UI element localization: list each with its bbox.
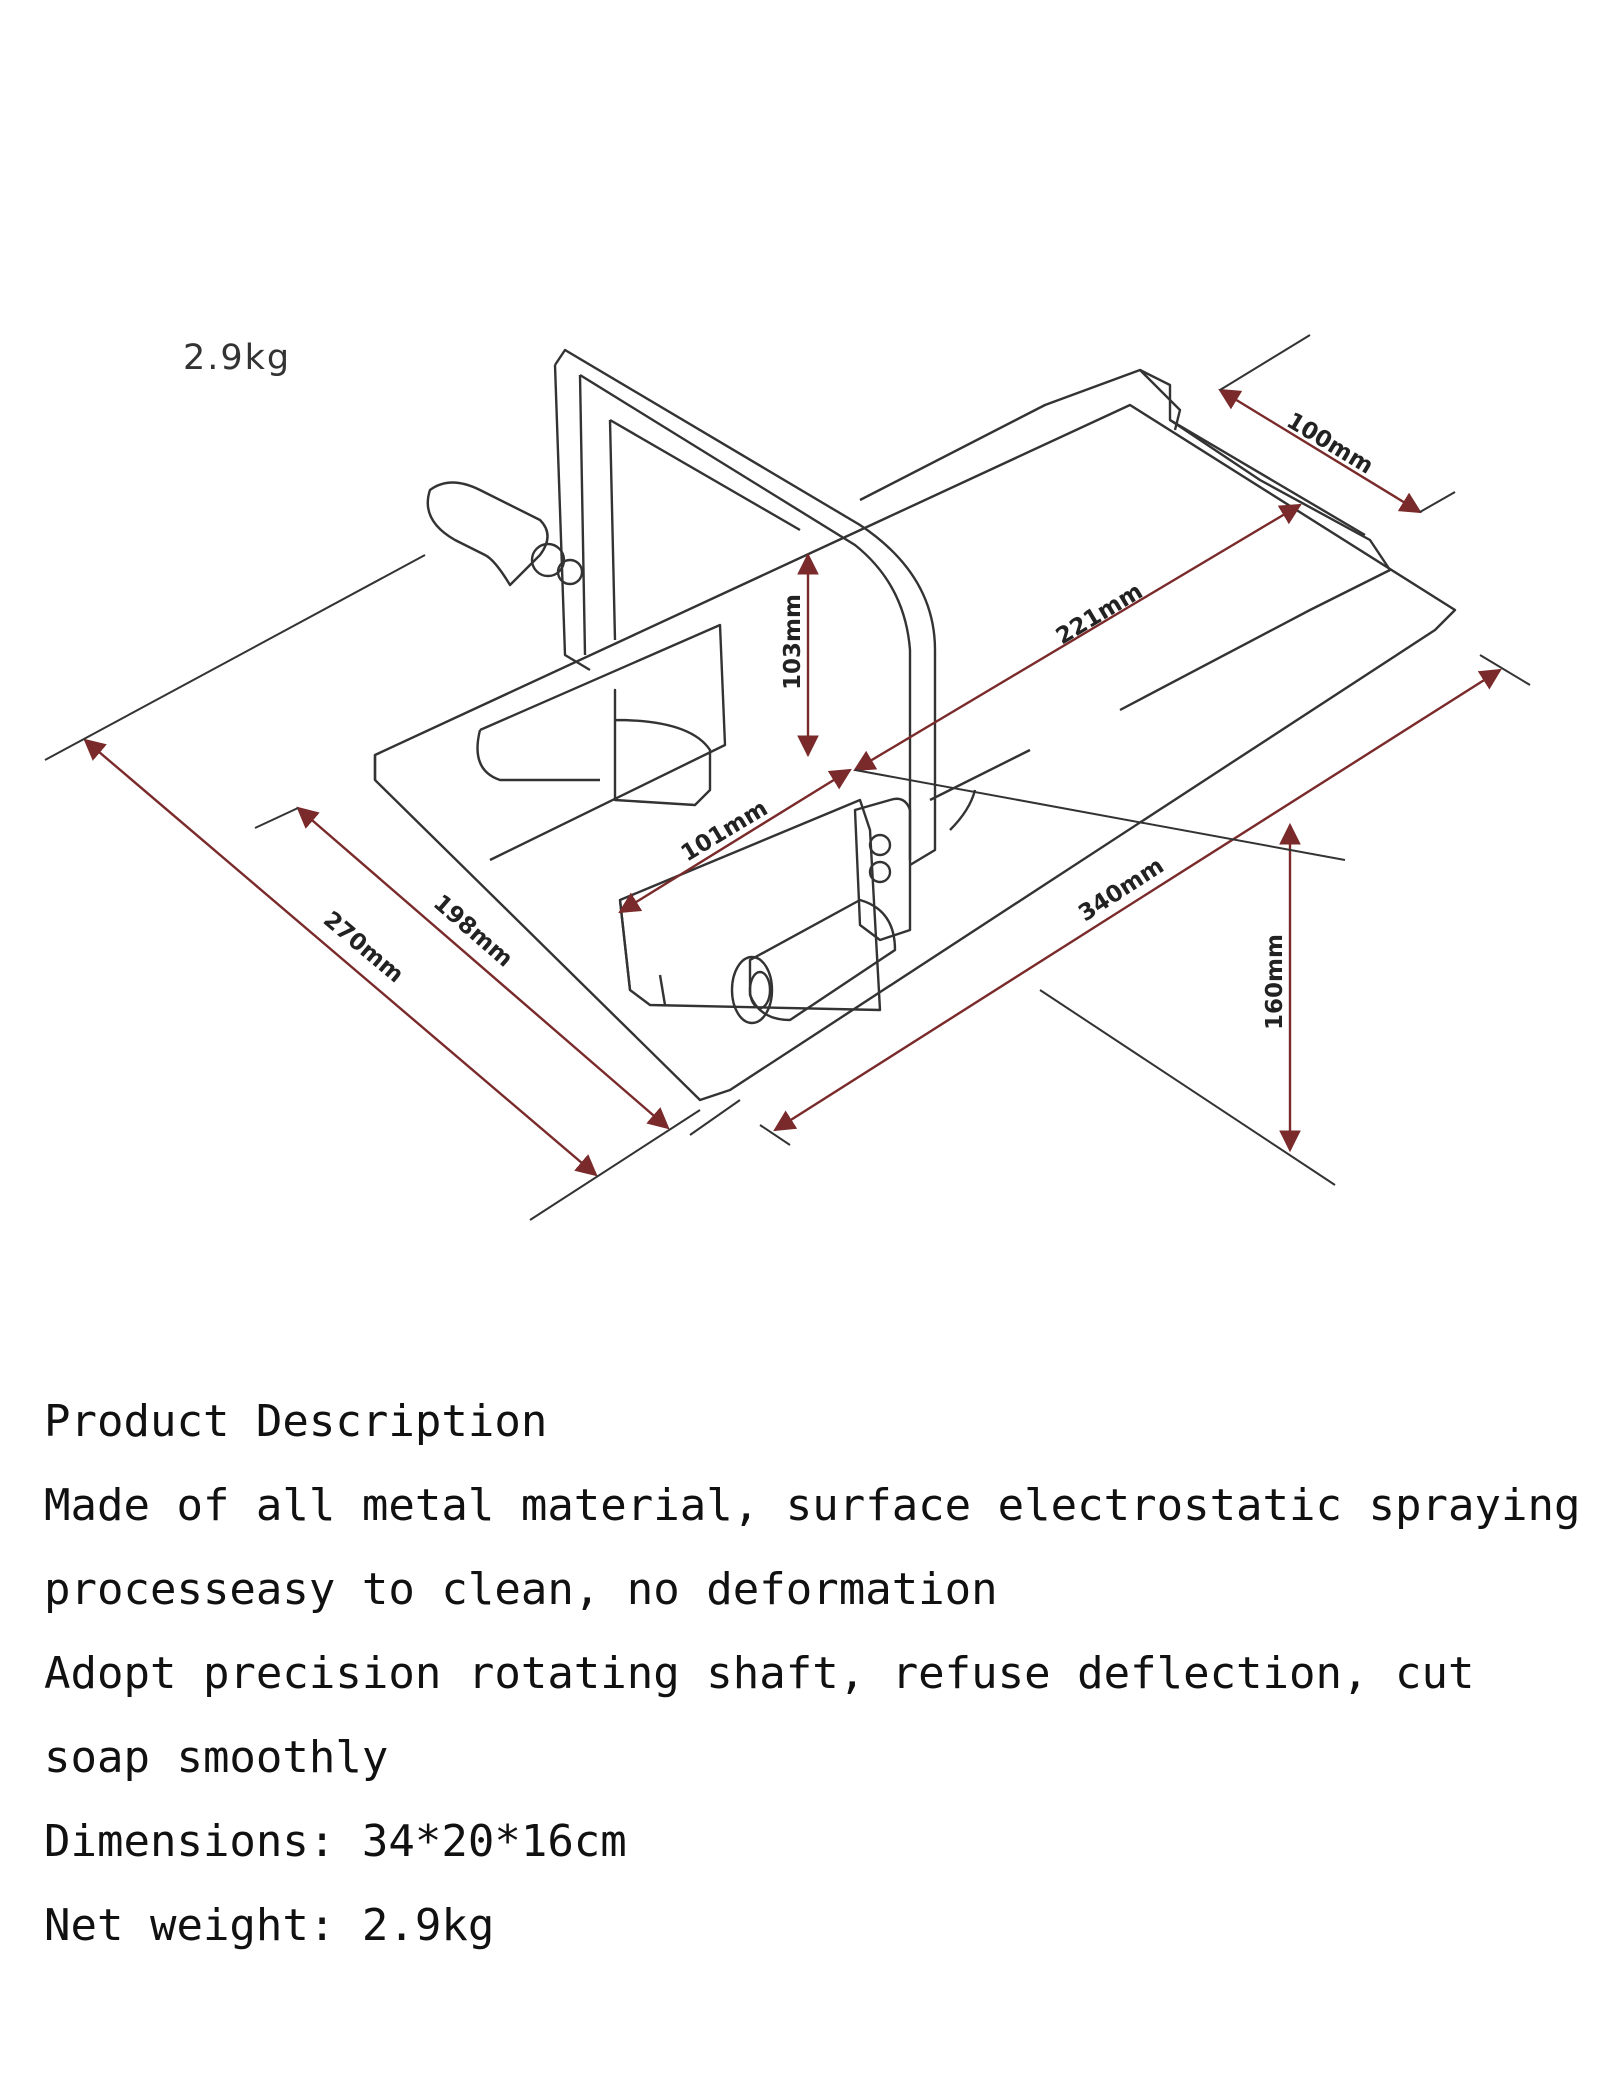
weight-label: 2.9kg bbox=[183, 338, 292, 378]
description-line: soap smoothly bbox=[44, 1732, 389, 1783]
product-description: Product Description Made of all metal ma… bbox=[44, 1380, 1581, 1968]
extension-lines bbox=[44, 334, 1531, 1221]
dimension-lines bbox=[83, 388, 1502, 1177]
cutting-arch bbox=[554, 348, 937, 867]
soap-cutter-technical-drawing: 100mm 221mm 103mm 101mm 198mm 270mm 340m… bbox=[44, 334, 1531, 1221]
lever-handle bbox=[426, 481, 549, 587]
shaft-plate bbox=[853, 797, 912, 942]
description-line: Made of all metal material, surface elec… bbox=[44, 1480, 1581, 1531]
dim-label-103: 103mm bbox=[780, 594, 806, 690]
description-line: Net weight: 2.9kg bbox=[44, 1900, 495, 1951]
description-line: Dimensions: 34*20*16cm bbox=[44, 1816, 627, 1867]
dim-label-221: 221mm bbox=[1052, 578, 1148, 650]
soap-cutter-outline bbox=[373, 348, 1457, 1102]
back-fence bbox=[859, 368, 1392, 712]
description-line: Adopt precision rotating shaft, refuse d… bbox=[44, 1648, 1475, 1699]
description-heading: Product Description bbox=[44, 1396, 548, 1447]
dim-label-160: 160mm bbox=[1262, 934, 1288, 1030]
side-shelf bbox=[479, 623, 727, 862]
dim-label-100: 100mm bbox=[1282, 408, 1378, 480]
description-line: processeasy to clean, no deformation bbox=[44, 1564, 998, 1615]
